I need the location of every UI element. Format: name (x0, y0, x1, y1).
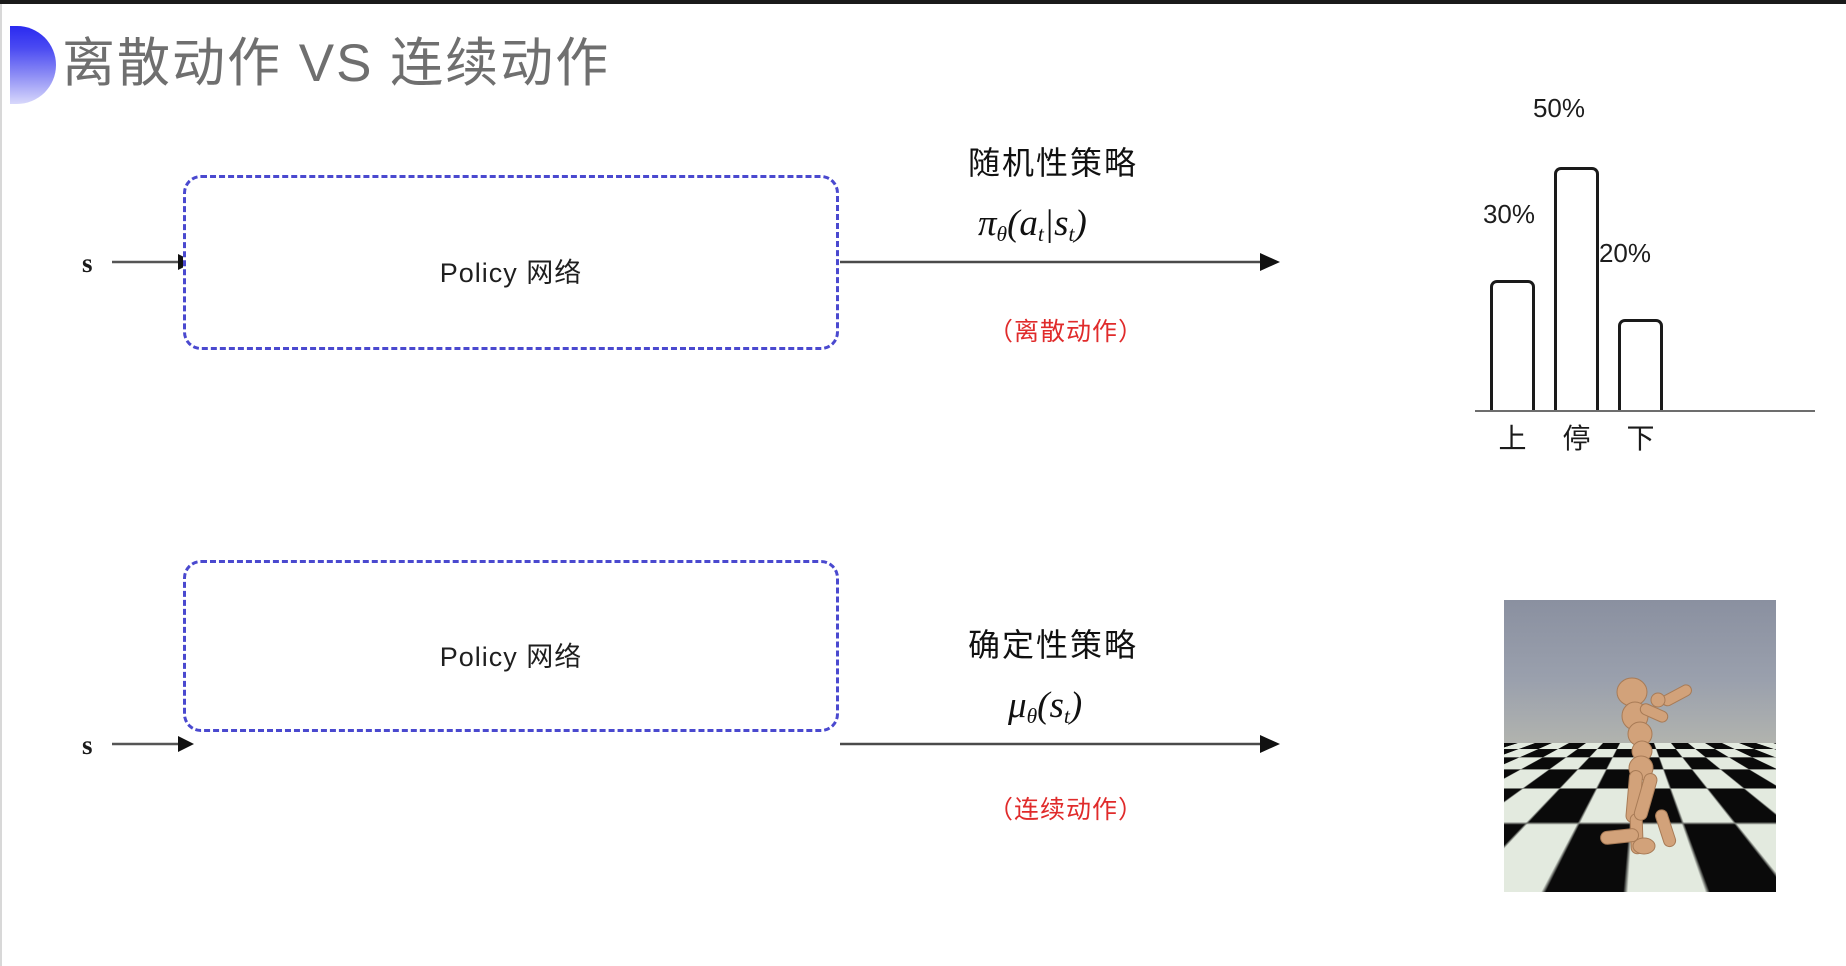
action-probability-bar-chart: 30% 上 50% 停 20% 下 (1466, 93, 1846, 454)
top-border-rule (0, 0, 1846, 4)
formula-state: s (1054, 203, 1069, 244)
formula-pi: π (978, 203, 997, 244)
deterministic-policy-title: 确定性策略 (968, 627, 1139, 663)
bar-category-label-1: 停 (1562, 423, 1591, 454)
bar-0 (1490, 280, 1535, 410)
page-title: 离散动作 VS 连续动作 (62, 34, 611, 93)
formula-given-bar: | (1043, 203, 1055, 244)
bar-value-label-1: 50% (1532, 93, 1586, 123)
chart-baseline-axis (1475, 410, 1815, 412)
left-border-rule (0, 4, 2, 966)
formula-close-paren: ) (1074, 203, 1087, 244)
bar-category-label-2: 下 (1626, 423, 1655, 454)
stochastic-policy-title: 随机性策略 (968, 145, 1139, 181)
bar-2 (1618, 319, 1663, 410)
state-input-label-discrete: s (82, 248, 93, 278)
policy-to-output-arrow-continuous (840, 735, 1280, 753)
state-input-label-continuous: s (82, 730, 93, 760)
policy-to-output-arrow-discrete (840, 253, 1280, 271)
formula-mu: μ (1008, 685, 1027, 726)
formula-state-subscript: t (1068, 222, 1075, 246)
policy-network-label-continuous: Policy 网络 (439, 642, 583, 672)
formula-action-subscript: t (1037, 222, 1044, 246)
discrete-action-row: s Policy 网络 随机性策略 πθ(at|st) （离散动作） (0, 145, 1846, 480)
policy-network-box-continuous[interactable]: Policy 网络 (183, 560, 839, 732)
half-circle-gradient-icon (10, 26, 56, 104)
deterministic-policy-formula: μθ(st) (1008, 684, 1082, 729)
state-to-policy-arrow-discrete (112, 254, 194, 270)
policy-network-label-discrete: Policy 网络 (439, 258, 583, 288)
formula-action: a (1019, 203, 1038, 244)
formula-theta-2: θ (1026, 704, 1038, 728)
continuous-action-row: s Policy 网络 确定性策略 μθ(st) （连续动作） (0, 560, 1846, 930)
formula-state-2: s (1049, 685, 1064, 726)
stochastic-policy-formula: πθ(at|st) (978, 202, 1087, 247)
discrete-action-note: （离散动作） (988, 318, 1145, 346)
bar-category-label-0: 上 (1498, 423, 1527, 454)
bar-value-label-2: 20% (1598, 238, 1652, 268)
formula-close-paren-2: ) (1069, 685, 1083, 726)
formula-open-paren-2: ( (1037, 685, 1050, 726)
continuous-action-note: （连续动作） (988, 796, 1145, 824)
formula-theta: θ (996, 222, 1008, 246)
formula-state-subscript-2: t (1063, 704, 1070, 728)
humanoid-body (1600, 677, 1692, 855)
bar-value-label-0: 30% (1482, 199, 1536, 229)
formula-open-paren: ( (1007, 203, 1020, 244)
policy-network-box-discrete[interactable]: Policy 网络 (183, 175, 839, 350)
bar-1 (1554, 167, 1599, 410)
humanoid-simulation-image (1504, 600, 1776, 892)
state-to-policy-arrow-continuous (112, 736, 194, 752)
